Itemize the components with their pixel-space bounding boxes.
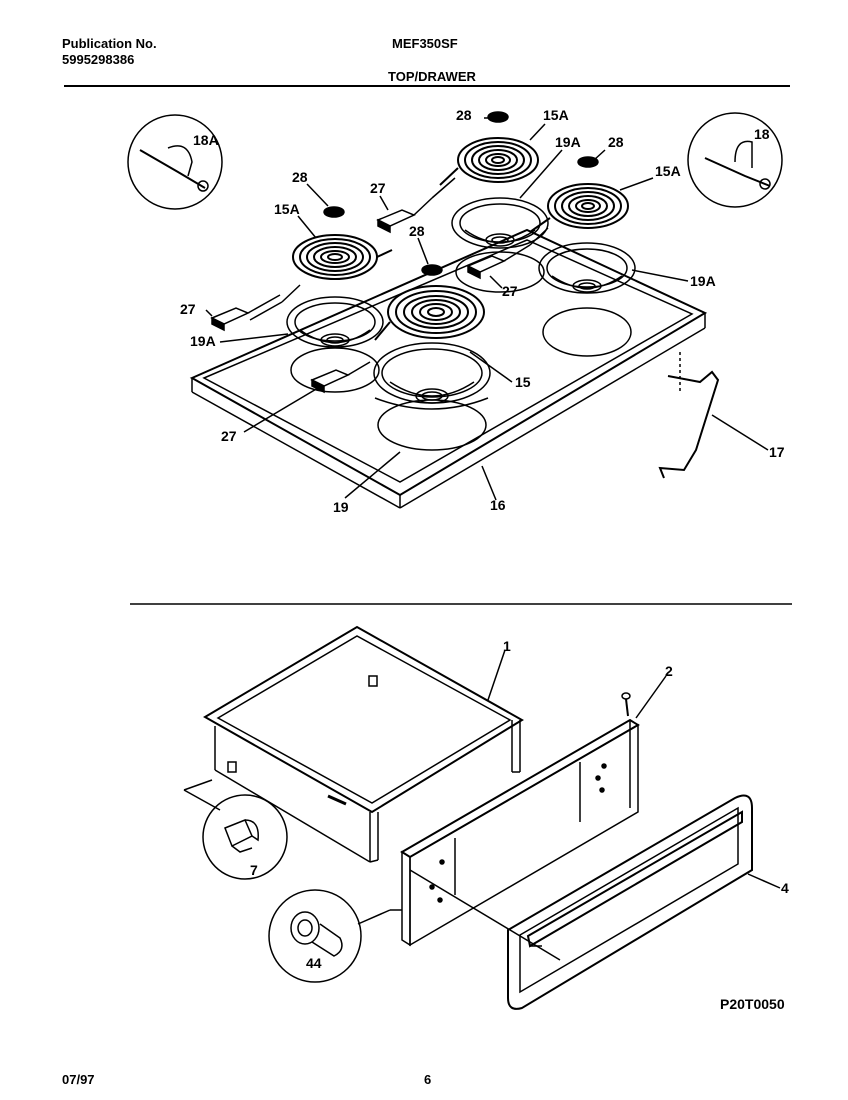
callout-18a: 18A [193, 132, 219, 148]
callout-28: 28 [608, 134, 624, 150]
callout-15a: 15A [274, 201, 300, 217]
detail-bumper-44 [268, 889, 362, 983]
trim-ring-rear [487, 111, 509, 123]
surface-element-rear [439, 137, 539, 186]
callout-27: 27 [180, 301, 196, 317]
callout-27: 27 [221, 428, 237, 444]
receptacle-center [466, 227, 549, 280]
burner-opening-center [377, 399, 487, 451]
trim-ring-left [323, 206, 345, 218]
drawer-handle-panel [507, 794, 753, 1010]
callout-28: 28 [409, 223, 425, 239]
callout-18: 18 [754, 126, 770, 142]
callout-2: 2 [665, 663, 673, 679]
detail-drawer-slide-7 [202, 794, 288, 880]
drip-bowl-front-left [286, 296, 384, 348]
callout-16: 16 [490, 497, 506, 513]
drawer-body [203, 625, 524, 863]
burner-opening-right [542, 307, 632, 357]
receptacle-rear [376, 177, 456, 234]
model-number: MEF350SF [392, 36, 458, 51]
receptacle-front [310, 361, 371, 394]
section-title: TOP/DRAWER [388, 69, 476, 84]
callout-27: 27 [370, 180, 386, 196]
publication-label: Publication No. [62, 36, 157, 51]
burner-opening-rear [455, 251, 545, 293]
detail-bracket-18 [687, 112, 783, 208]
callout-19: 19 [333, 499, 349, 515]
drawer-screw [621, 692, 631, 717]
callout-15a: 15A [543, 107, 569, 123]
callout-17: 17 [769, 444, 785, 460]
callout-15a: 15A [655, 163, 681, 179]
burner-opening-left [290, 347, 380, 393]
surface-element-center [374, 285, 485, 341]
surface-element-left [292, 234, 393, 280]
receptacle-left [210, 284, 301, 332]
detail-bracket-18a [127, 114, 223, 210]
cooktop-top [189, 228, 708, 509]
callout-1: 1 [503, 638, 511, 654]
drip-bowl-rear-center [451, 197, 549, 249]
drawer-front-panel [400, 718, 640, 947]
callout-28: 28 [292, 169, 308, 185]
page-number: 6 [424, 1072, 432, 1087]
callout-19a: 19A [555, 134, 581, 150]
drip-bowl-rear-right [538, 242, 636, 294]
callout-19a: 19A [190, 333, 216, 349]
callout-28: 28 [456, 107, 472, 123]
trim-ring-center [421, 264, 443, 276]
callout-15: 15 [515, 374, 531, 390]
footer-date: 07/97 [62, 1072, 95, 1087]
callout-27: 27 [502, 283, 518, 299]
callout-7: 7 [250, 862, 258, 878]
figure-code: P20T0050 [720, 996, 785, 1012]
drip-bowl-front-center [373, 342, 491, 410]
trim-ring-right [577, 156, 599, 168]
surface-element-right [529, 183, 629, 233]
publication-number: 5995298386 [62, 52, 135, 67]
callout-44: 44 [306, 955, 322, 971]
callout-4: 4 [781, 880, 789, 896]
callout-19a: 19A [690, 273, 716, 289]
top-support-rod [658, 370, 720, 479]
